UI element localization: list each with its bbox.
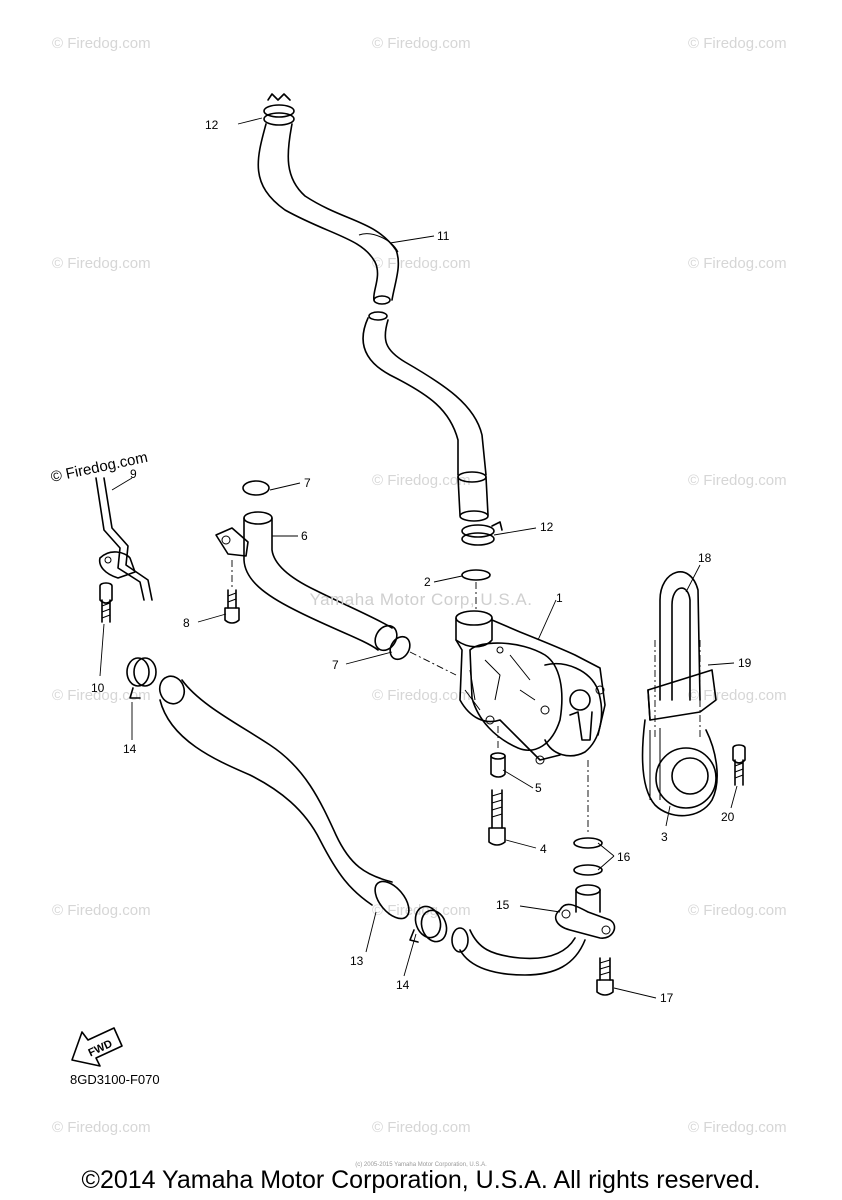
watermark: © Firedog.com — [52, 35, 151, 52]
hose-clamp-top — [263, 93, 295, 126]
watermark: © Firedog.com — [688, 687, 787, 704]
watermark: © Firedog.com — [688, 902, 787, 919]
callout-19: 19 — [738, 656, 752, 670]
callout-15: 15 — [496, 898, 510, 912]
callout-1: 1 — [556, 591, 563, 605]
oil-pipe-15 — [451, 884, 616, 976]
sprocket-3 — [641, 640, 718, 817]
o-ring-16 — [573, 837, 603, 849]
pipe-9 — [95, 477, 153, 601]
fwd-arrow: FWD — [71, 1027, 123, 1067]
callout-10: 10 — [91, 681, 105, 695]
bolt-4 — [488, 789, 506, 846]
callout-14-bottom: 14 — [396, 978, 410, 992]
watermark: © Firedog.com — [372, 255, 471, 272]
callout-6: 6 — [301, 529, 308, 543]
watermark: © Firedog.com — [688, 472, 787, 489]
callout-3: 3 — [661, 830, 668, 844]
watermark: © Firedog.com — [52, 1119, 151, 1136]
callout-14-left: 14 — [123, 742, 137, 756]
watermark: © Firedog.com — [372, 902, 471, 919]
o-ring-7-mid — [389, 635, 411, 661]
callout-16: 16 — [617, 850, 631, 864]
hose-clamp-mid — [461, 521, 503, 546]
watermark: © Firedog.com — [688, 1119, 787, 1136]
watermark: © Firedog.com — [688, 255, 787, 272]
bolt-10 — [99, 582, 113, 623]
hose-clamp-14-left — [126, 657, 157, 699]
hose-clamp-14-bottom — [409, 905, 448, 943]
callout-18: 18 — [698, 551, 712, 565]
callout-5: 5 — [535, 781, 542, 795]
callout-13: 13 — [350, 954, 364, 968]
callout-4: 4 — [540, 842, 547, 856]
chain-guide-bracket-19 — [647, 669, 717, 721]
footer-copyright: ©2014 Yamaha Motor Corporation, U.S.A. A… — [81, 1166, 761, 1194]
watermark: © Firedog.com — [688, 35, 787, 52]
callout-labels: 12 11 7 9 6 12 2 1 8 7 10 14 5 4 18 19 3… — [91, 118, 752, 1005]
callout-12-mid: 12 — [540, 520, 554, 534]
callout-7-top: 7 — [304, 476, 311, 490]
fine-print: (c) 2005-2015 Yamaha Motor Corporation, … — [355, 1162, 487, 1168]
callout-8: 8 — [183, 616, 190, 630]
callout-2: 2 — [424, 575, 431, 589]
watermark: © Firedog.com — [52, 902, 151, 919]
watermark: © Firedog.com — [372, 35, 471, 52]
bolt-20 — [732, 744, 746, 786]
watermark-layer: © Firedog.com © Firedog.com © Firedog.co… — [52, 35, 787, 1136]
callout-9: 9 — [130, 467, 137, 481]
upper-hose — [257, 123, 489, 522]
callout-11: 11 — [437, 229, 450, 243]
collar-5 — [490, 752, 506, 778]
watermark: © Firedog.com — [372, 472, 471, 489]
elbow-pipe-6 — [215, 511, 398, 652]
watermark: © Firedog.com — [372, 1119, 471, 1136]
chain-guide-18 — [659, 571, 701, 701]
callout-17: 17 — [660, 991, 674, 1005]
o-ring-7-top — [242, 480, 270, 496]
yamaha-overlay-text: Yamaha Motor Corp, U.S.A. — [309, 590, 533, 609]
leader-lines — [99, 117, 738, 999]
o-ring-16 — [573, 864, 603, 876]
o-ring-2 — [461, 569, 491, 581]
watermark: © Firedog.com — [52, 687, 151, 704]
lower-hose-13 — [158, 675, 410, 920]
callout-12-top: 12 — [205, 118, 219, 132]
callout-20: 20 — [721, 810, 735, 824]
bolt-8 — [224, 560, 240, 624]
oil-pump — [455, 610, 606, 765]
watermark: © Firedog.com — [52, 255, 151, 272]
callout-7-mid: 7 — [332, 658, 339, 672]
watermark: © Firedog.com — [372, 687, 471, 704]
diagram-code: 8GD3100-F070 — [70, 1072, 160, 1087]
bolt-17 — [596, 957, 614, 996]
